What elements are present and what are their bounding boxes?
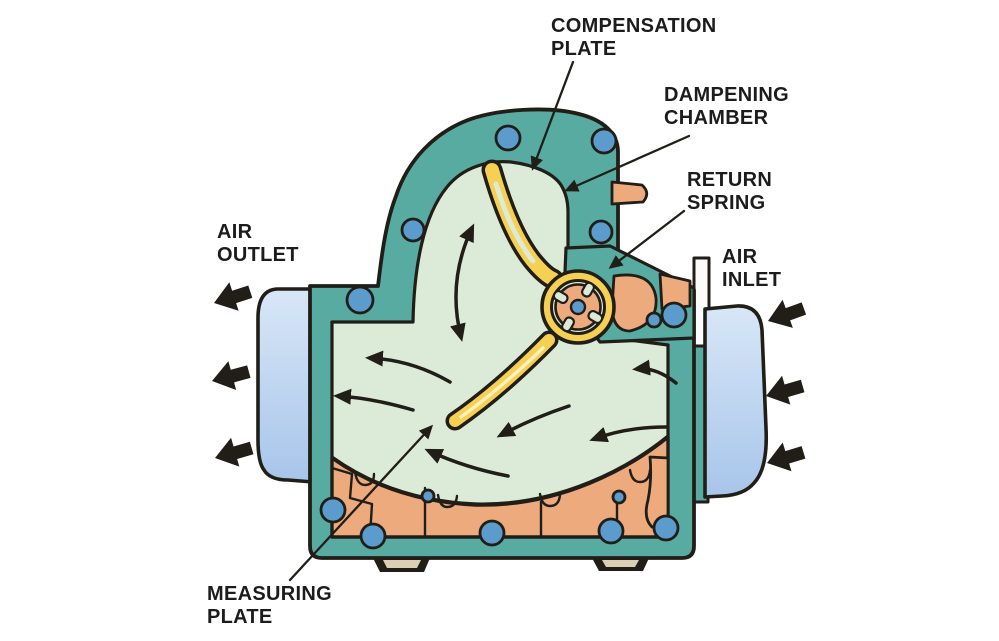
air-outlet-arrow-icon [210,433,256,473]
bolt-icon [494,124,522,152]
bolt-icon [345,285,375,315]
label-line: SPRING [687,192,766,214]
flow-arrow-icon [333,388,415,412]
label-line: OUTLET [217,244,299,266]
measuring-plate [445,330,559,431]
compensation-plate-leader [530,60,575,171]
bolt-icon [420,488,436,504]
air-inlet-arrow-icon [762,293,809,336]
bolt-icon [590,127,618,155]
label-return-spring: RETURN SPRING [687,169,772,215]
air-inlet-arrow-icon [762,437,808,478]
bolt-icon [588,219,614,245]
bracket-casting-right [658,272,692,311]
label-line: AIR [722,246,758,268]
bolt-icon [660,301,688,329]
housing-bolts [319,124,688,550]
lower-right-casting [644,455,670,533]
label-measuring-plate: MEASURING PLATE [207,583,332,629]
air-inlet-duct [703,304,769,499]
air-inlet-arrow-icon [761,371,807,411]
bolt-icon [400,217,426,243]
bolt-icon [478,519,506,547]
label-line: COMPENSATION [551,15,717,37]
return-spring [540,269,616,345]
foot-face [383,560,421,568]
flow-arrow-icon [424,448,510,478]
label-line: INLET [722,269,782,291]
spring-pivot [569,298,587,316]
foot-face [602,560,639,567]
housing-feet [373,558,649,572]
lower-casting-body [330,435,670,539]
bolt-icon [652,514,680,542]
label-line: PLATE [207,606,273,628]
return-spring-leader [608,209,686,269]
label-line: RETURN [687,169,773,191]
label-line: DAMPENING [664,84,789,106]
oscillation-arrow-icon [450,223,475,342]
flow-arrow-icon [632,359,678,385]
measuring-plate-leader [288,424,434,582]
flow-arrow-icon [589,425,668,443]
bolt-icon [359,522,387,550]
label-line: AIR [217,221,253,243]
airflow-arrows [333,223,678,478]
bolt-icon [611,489,627,505]
bolt-icon [645,311,663,329]
label-line: PLATE [551,38,617,60]
dome-mounting-tab [610,180,649,206]
air-outlet-arrow-icon [209,276,255,318]
dampening-chamber-leader [564,134,691,192]
bolt-icon [597,517,625,545]
bolt-icon [319,496,347,524]
spring-hub-slots [552,281,604,333]
label-air-inlet: AIR INLET [722,246,781,292]
label-line: MEASURING [207,583,332,605]
leader-lines [288,60,691,582]
label-compensation-plate: COMPENSATION PLATE [551,15,716,61]
compensation-plate [481,159,564,290]
label-line: CHAMBER [664,107,769,129]
flow-arrow-icon [496,404,571,438]
air-outlet-duct [256,287,315,484]
flow-arrow-icon [365,350,452,384]
label-dampening-chamber: DAMPENING CHAMBER [664,84,789,130]
label-air-outlet: AIR OUTLET [217,221,299,267]
air-outlet-arrow-icon [208,356,253,396]
